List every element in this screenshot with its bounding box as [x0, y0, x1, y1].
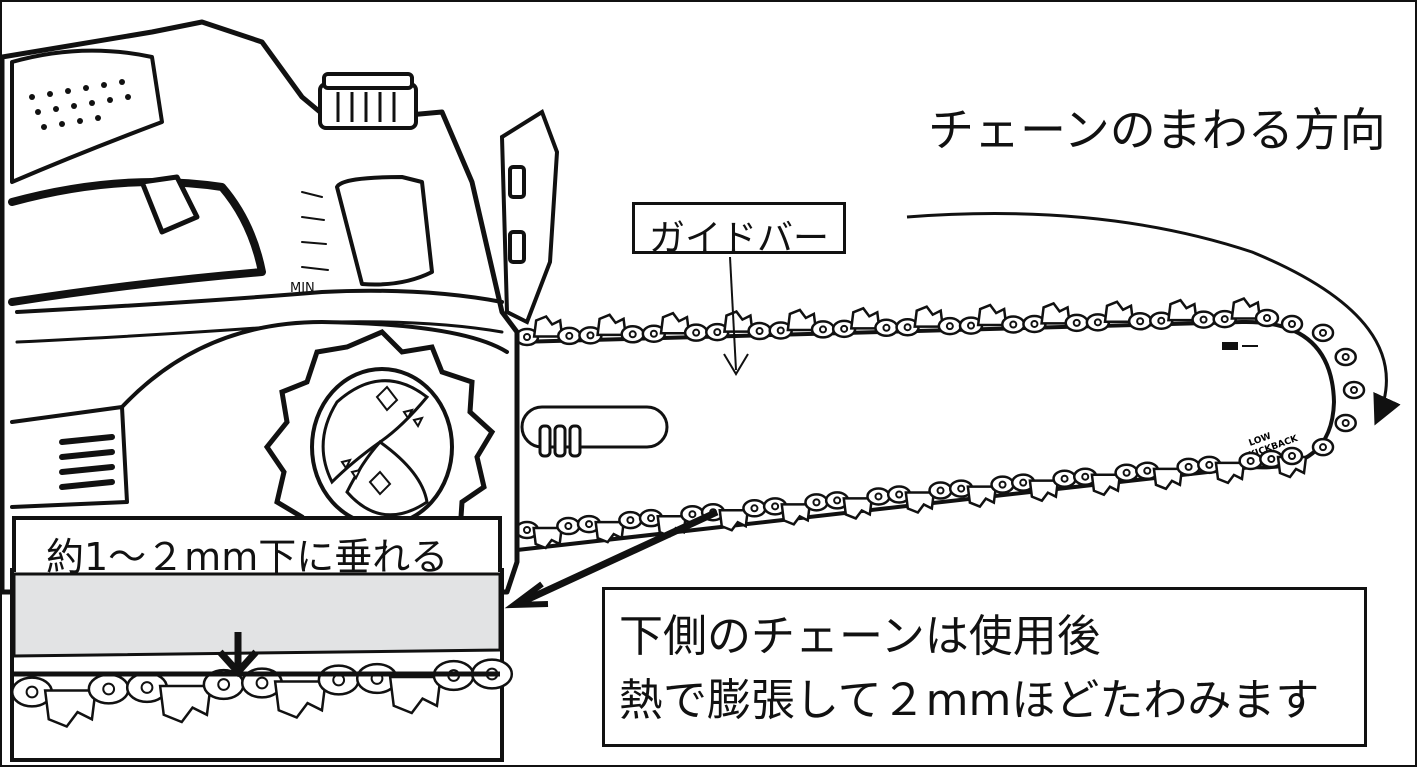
callout-arrow-head [504, 581, 549, 609]
saw-chain-nose [1280, 314, 1366, 466]
saw-chain-bottom [514, 449, 1308, 550]
note-line-1: 下側のチェーンは使用後 [619, 611, 1101, 662]
sag-label: 約1～２mm下に垂れる [46, 535, 449, 579]
guide-bar-pointer-head [723, 353, 749, 376]
front-hand-guard [499, 109, 560, 325]
chain-direction-label: チェーンのまわる方向 [928, 103, 1386, 157]
callout-arrow [520, 508, 719, 606]
inset-chain [10, 658, 514, 729]
sag-arrow-head [217, 649, 259, 678]
oil-cap [318, 72, 418, 130]
sag-callout: 約1～２mm下に垂れる [12, 516, 502, 579]
note-line-2: 熱で膨張して２mmほどたわみます [619, 675, 1320, 726]
saw-chain-top [514, 297, 1280, 347]
guide-bar-pointer [729, 256, 737, 371]
note-callout: 下側のチェーンは使用後 熱で膨張して２mmほどたわみます [602, 587, 1367, 747]
tension-knob [263, 329, 496, 571]
rotation-arrow [906, 212, 1401, 426]
min-mark: MIN [290, 281, 315, 296]
sag-inset [10, 568, 514, 762]
guide-bar-label: ガイドバー [649, 218, 830, 259]
guide-bar-callout: ガイドバー [632, 202, 846, 259]
